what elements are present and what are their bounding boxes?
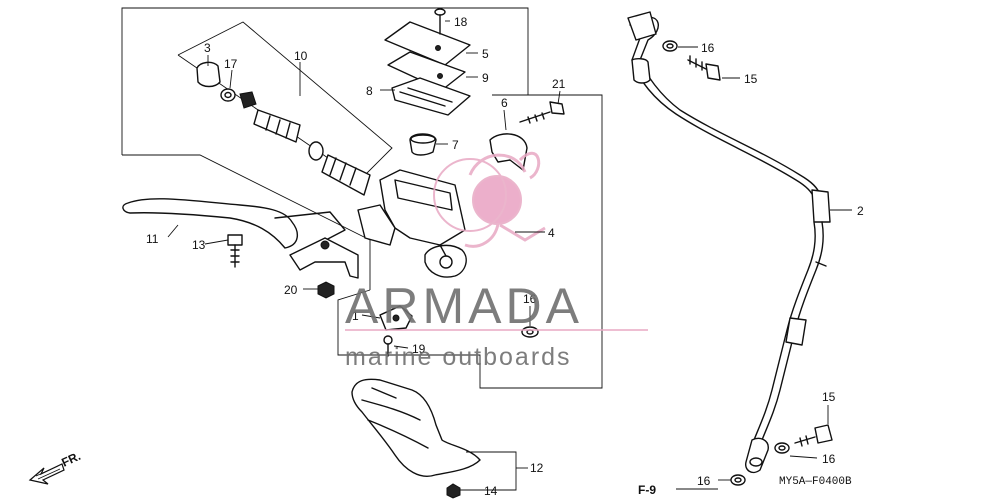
label-part-15-top: 15 <box>744 72 758 86</box>
part-labels: 3 17 10 11 13 20 18 5 9 8 7 6 21 4 1 19 … <box>146 15 864 498</box>
label-part-16-mid: 16 <box>523 292 537 306</box>
part-screw-18 <box>434 8 446 35</box>
label-part-12: 12 <box>530 461 544 475</box>
frame-bottom-left <box>122 154 371 290</box>
part-lever <box>122 198 346 249</box>
label-part-15-bottom: 15 <box>822 390 836 404</box>
label-part-16-bottom: 16 <box>697 474 711 488</box>
part-lever-bracket <box>289 237 359 279</box>
part-screw-19 <box>383 335 393 357</box>
figure-reference: F-9 <box>638 483 656 497</box>
part-washer-16-right <box>774 442 790 454</box>
part-reservoir-cap <box>384 21 471 116</box>
front-arrow-icon <box>28 463 65 485</box>
part-boot-7 <box>409 133 437 156</box>
label-part-13: 13 <box>192 238 206 252</box>
diagram-code: MY5A—F0400B <box>779 476 852 488</box>
part-switch-1 <box>379 305 413 331</box>
part-washer-16-bottom <box>730 474 746 486</box>
label-part-17: 17 <box>224 57 238 71</box>
watermark-brand: ARMADA <box>345 278 583 334</box>
label-part-19: 19 <box>412 342 426 356</box>
frame-right <box>337 94 603 389</box>
label-part-18: 18 <box>454 15 468 29</box>
part-bolt-15-top <box>687 55 721 81</box>
front-direction-indicator: FR. <box>28 449 83 485</box>
label-part-9: 9 <box>482 71 489 85</box>
part-bolt-13 <box>227 234 243 268</box>
label-part-16-right: 16 <box>822 452 836 466</box>
part-piston-kit <box>196 61 371 196</box>
watermark: ARMADA marine outboards <box>345 278 648 371</box>
label-part-7: 7 <box>452 138 459 152</box>
part-brake-hose <box>627 11 831 474</box>
label-part-6: 6 <box>501 96 508 110</box>
label-part-16-top: 16 <box>701 41 715 55</box>
leader-lines <box>167 20 852 491</box>
part-nut-14 <box>446 483 461 499</box>
watermark-tagline: marine outboards <box>345 343 572 371</box>
label-part-10: 10 <box>294 49 308 63</box>
label-part-11: 11 <box>146 232 159 246</box>
part-bolt-21 <box>519 101 565 124</box>
part-cover-12 <box>351 378 481 477</box>
part-nut-20 <box>317 281 335 299</box>
label-part-3: 3 <box>204 41 211 55</box>
label-part-14: 14 <box>484 484 498 498</box>
label-part-5: 5 <box>482 47 489 61</box>
frame-piston-kit <box>177 21 393 181</box>
label-part-1: 1 <box>352 309 359 323</box>
part-washer-16-top <box>662 40 678 52</box>
label-part-2: 2 <box>857 204 864 218</box>
label-part-4: 4 <box>548 226 555 240</box>
label-part-8: 8 <box>366 84 373 98</box>
label-part-21: 21 <box>552 77 566 91</box>
label-part-20: 20 <box>284 283 298 297</box>
part-master-cylinder <box>357 169 467 278</box>
part-bolt-15-bottom <box>794 424 833 447</box>
frame-master-cylinder <box>121 7 529 155</box>
front-label: FR. <box>59 449 82 470</box>
